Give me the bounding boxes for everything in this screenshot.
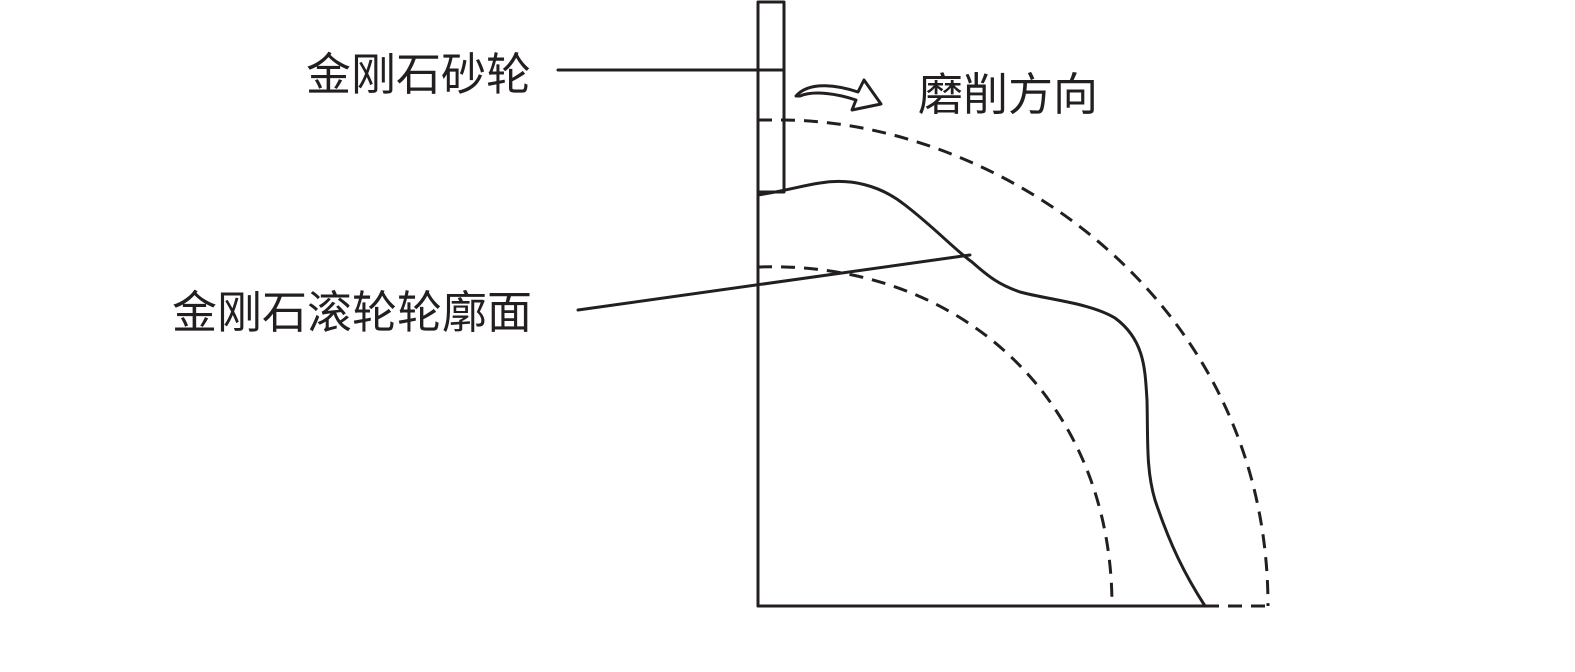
grinding-wheel-shape xyxy=(756,0,786,194)
roller-profile-curve xyxy=(756,179,1207,608)
grinding-direction-label: 磨削方向 xyxy=(918,68,1099,121)
roller-profile-leader xyxy=(576,253,972,312)
inner-dashed-arc xyxy=(757,265,1114,607)
grinding-direction-arrow-icon xyxy=(794,78,883,112)
roller-profile-label: 金刚石滚轮轮廓面 xyxy=(172,286,533,339)
outer-dashed-arc xyxy=(758,118,1270,607)
grinding-wheel-label: 金刚石砂轮 xyxy=(306,48,532,101)
